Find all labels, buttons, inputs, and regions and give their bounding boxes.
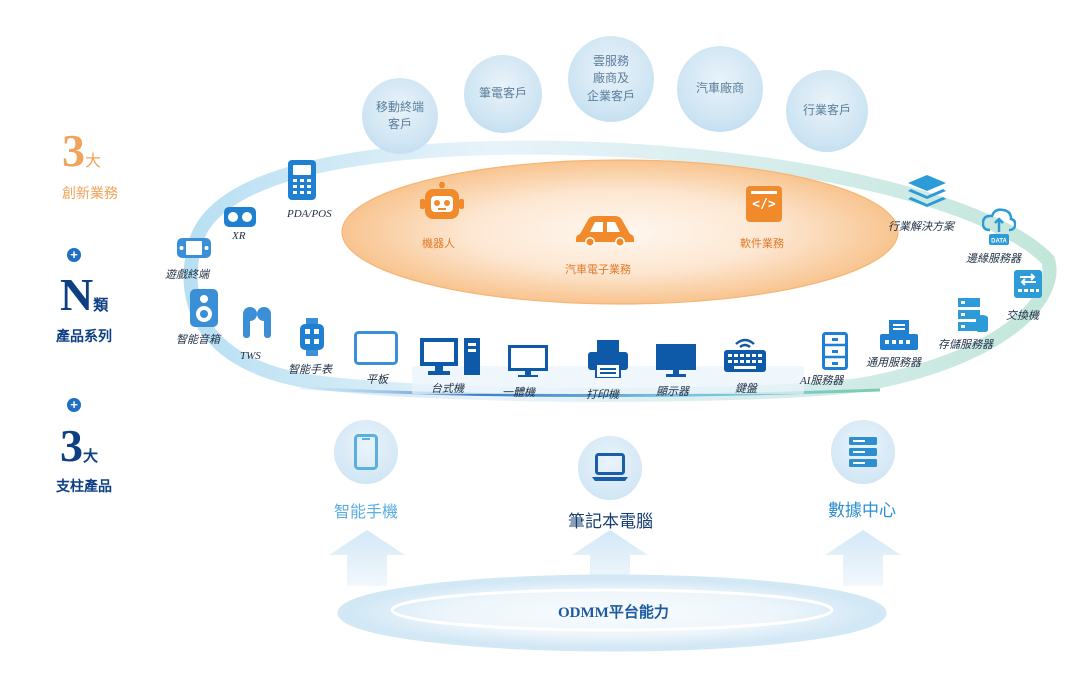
- customer-text: 移動終端: [375, 99, 424, 114]
- customer-bubble-laptop: 筆電客戶: [464, 55, 542, 133]
- ai-server-label: AI服務器: [800, 375, 844, 387]
- pos-terminal-icon: [288, 160, 316, 200]
- auto-electronics-label: 汽車電子業務: [565, 264, 631, 276]
- laptop-icon: [592, 453, 628, 481]
- desktop-icon: [420, 338, 480, 375]
- storage-server-icon: [958, 298, 988, 332]
- customer-bubble-industry: 行業客戶: [786, 70, 868, 152]
- tablet-label: 平板: [366, 374, 388, 386]
- earbuds-icon: [243, 307, 271, 338]
- monitor-label: 顯示器: [656, 386, 689, 398]
- code-icon-bar: [751, 191, 777, 194]
- customer-text: 雲服務: [592, 53, 629, 68]
- layers-icon: [908, 175, 946, 207]
- tablet-icon: [354, 331, 398, 365]
- arrow-laptop: [572, 530, 648, 586]
- general-server-label: 通用服務器: [866, 357, 921, 369]
- server-rack-icon: [849, 437, 877, 467]
- customer-text: 筆電客戶: [478, 86, 527, 101]
- xr-label: XR: [232, 230, 246, 242]
- storage-server-label: 存儲服務器: [938, 339, 993, 351]
- printer-icon: [588, 340, 628, 378]
- legend-products-unit: 類: [93, 297, 109, 314]
- monitor-icon: [656, 344, 696, 377]
- pda-pos-label: PDA/POS: [287, 208, 332, 220]
- general-server-icon: [880, 320, 918, 350]
- legend-innovation-unit: 大: [85, 153, 102, 170]
- all-in-one-label: 一體機: [502, 387, 535, 399]
- legend-pillars-number: 3: [60, 420, 83, 471]
- legend-innovation: 3大: [62, 128, 101, 174]
- phone-pillar-circle: [334, 420, 398, 484]
- software-label: 軟件業務: [740, 238, 784, 250]
- edge-data-text: DATA: [991, 239, 1007, 245]
- legend-products-number: N: [60, 269, 94, 320]
- customer-bubble-auto: 汽車廠商: [677, 46, 763, 132]
- customer-bubble-mobile: 移動終端客戶: [362, 78, 438, 154]
- arrow-datacenter: [825, 530, 901, 586]
- laptop-pillar-label: 筆記本電腦: [568, 512, 653, 531]
- customer-text: 企業客戶: [586, 88, 635, 103]
- tws-label: TWS: [240, 350, 261, 362]
- laptop-pillar-circle: [578, 436, 642, 500]
- odmm-ellipse-inner: [390, 588, 834, 632]
- customer-text: 行業客戶: [802, 103, 851, 118]
- legend-innovation-number: 3: [62, 125, 85, 176]
- device-plinth: [412, 366, 804, 394]
- smart-watch-label: 智能手表: [288, 364, 332, 376]
- customer-text: 汽車廠商: [695, 81, 744, 96]
- code-icon: </>: [746, 186, 782, 222]
- phone-pillar-label: 智能手機: [334, 504, 399, 521]
- plus-icon: +: [67, 398, 81, 412]
- network-switch-icon: [1014, 270, 1042, 298]
- customer-text: 廠商及: [592, 71, 629, 86]
- legend-innovation-text: 創新業務: [62, 185, 118, 201]
- datacenter-pillar-label: 數據中心: [828, 501, 896, 520]
- smartwatch-icon: [300, 318, 324, 356]
- ai-server-icon: [822, 332, 848, 370]
- datacenter-pillar-circle: [831, 420, 895, 484]
- legend-products: N類: [60, 272, 108, 318]
- speaker-icon: [190, 289, 218, 327]
- printer-label: 打印機: [586, 389, 619, 401]
- legend-pillars: 3大: [60, 423, 98, 469]
- legend-pillars-unit: 大: [83, 448, 99, 465]
- all-in-one-icon: [508, 345, 548, 377]
- odmm-platform-label: ODMM平台能力: [558, 605, 669, 621]
- keyboard-icon: [724, 338, 766, 372]
- smartphone-icon: [354, 434, 378, 470]
- industry-solution-label: 行業解決方案: [888, 221, 954, 233]
- robot-label: 機器人: [422, 238, 455, 250]
- smart-speaker-label: 智能音箱: [176, 334, 220, 346]
- legend-products-text: 產品系列: [56, 328, 112, 344]
- desktop-label: 台式機: [431, 383, 464, 395]
- switch-label: 交換機: [1006, 310, 1039, 322]
- game-terminal-label: 遊戲終端: [165, 269, 209, 281]
- car-icon: [576, 216, 634, 247]
- game-console-icon: [177, 238, 211, 258]
- plus-icon: +: [67, 248, 81, 262]
- edge-server-label: 邊緣服務器: [966, 253, 1021, 265]
- customer-text: 客戶: [387, 117, 412, 131]
- legend-pillars-text: 支柱產品: [56, 478, 112, 494]
- customer-bubble-cloud: 雲服務廠商及企業客戶: [568, 36, 654, 122]
- vr-headset-icon: [224, 207, 256, 227]
- keyboard-label: 鍵盤: [735, 383, 757, 395]
- edge-server-cloud-icon: DATA: [982, 208, 1016, 245]
- code-icon-glyph: </>: [752, 197, 776, 212]
- arrow-phone: [329, 530, 405, 586]
- robot-icon: [420, 182, 464, 219]
- product-ring: [183, 140, 1057, 402]
